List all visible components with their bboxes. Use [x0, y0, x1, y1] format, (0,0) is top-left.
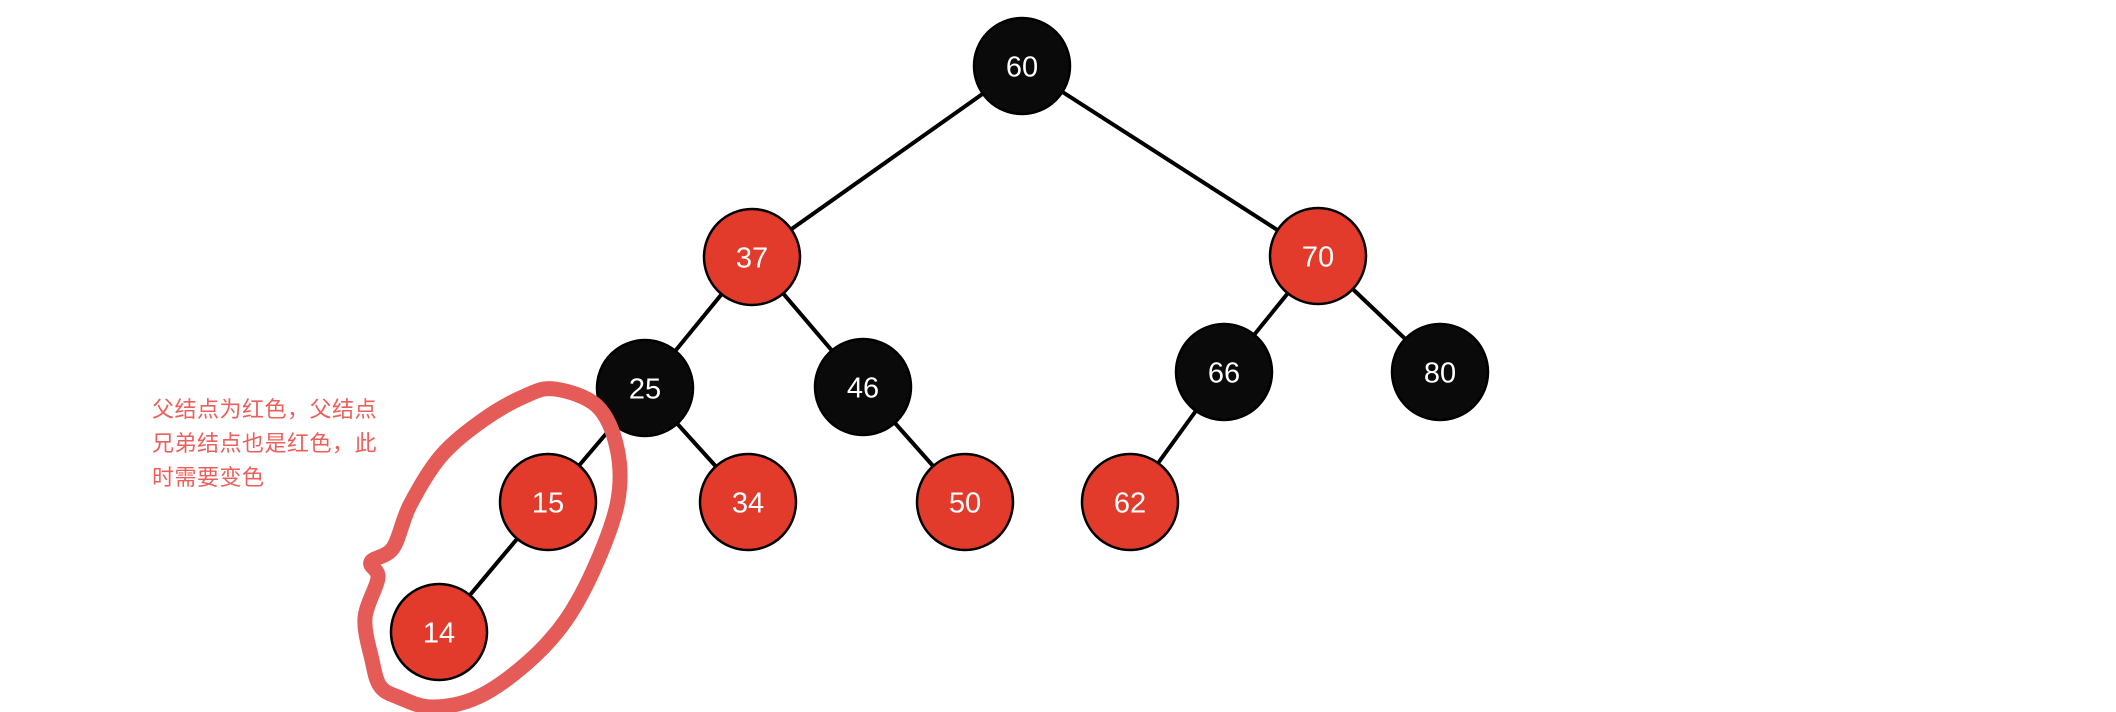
tree-node-label-37: 37 — [736, 242, 768, 274]
highlight-layer — [357, 381, 628, 712]
tree-node-label-60: 60 — [1006, 51, 1038, 83]
tree-nodes-layer: 60 37 70 25 46 66 80 15 34 50 62 14 — [389, 16, 1490, 682]
tree-node-label-70: 70 — [1302, 241, 1334, 273]
tree-node-circle-50 — [915, 452, 1015, 552]
annotation-line-3: 时需要变色 — [152, 466, 265, 491]
tree-node-label-15: 15 — [532, 487, 564, 519]
tree-edge-60-37 — [750, 64, 1024, 259]
tree-node-62: 62 — [1080, 452, 1180, 552]
tree-node-circle-62 — [1080, 452, 1180, 552]
tree-node-circle-46 — [813, 337, 913, 437]
tree-node-14: 14 — [389, 582, 489, 682]
tree-node-label-46: 46 — [847, 372, 879, 404]
tree-node-circle-25 — [595, 338, 695, 438]
tree-node-50: 50 — [915, 452, 1015, 552]
highlight-circle — [357, 381, 628, 712]
tree-node-34: 34 — [698, 452, 798, 552]
tree-node-circle-34 — [698, 452, 798, 552]
tree-node-circle-37 — [702, 207, 802, 307]
annotation-line-1: 父结点为红色，父结点 — [152, 398, 378, 423]
tree-node-46: 46 — [813, 337, 913, 437]
tree-edge-60-70 — [1020, 64, 1320, 258]
tree-node-circle-80 — [1390, 322, 1490, 422]
tree-node-circle-60 — [972, 16, 1072, 116]
tree-edges-layer — [437, 64, 1442, 634]
tree-node-circle-70 — [1268, 206, 1368, 306]
tree-node-label-62: 62 — [1114, 487, 1146, 519]
tree-node-label-25: 25 — [629, 373, 661, 405]
annotation-line-2: 兄弟结点也是红色，此 — [152, 432, 378, 457]
tree-node-label-34: 34 — [732, 487, 764, 519]
tree-node-circle-66 — [1174, 322, 1274, 422]
tree-node-66: 66 — [1174, 322, 1274, 422]
tree-node-25: 25 — [595, 338, 695, 438]
tree-node-37: 37 — [702, 207, 802, 307]
tree-node-circle-14 — [389, 582, 489, 682]
tree-node-circle-15 — [498, 452, 598, 552]
tree-node-70: 70 — [1268, 206, 1368, 306]
tree-node-label-66: 66 — [1208, 357, 1240, 389]
tree-node-label-80: 80 — [1424, 357, 1456, 389]
tree-node-80: 80 — [1390, 322, 1490, 422]
tree-node-60: 60 — [972, 16, 1072, 116]
tree-node-15: 15 — [498, 452, 598, 552]
tree-node-label-50: 50 — [949, 487, 981, 519]
annotation-text: 父结点为红色，父结点 兄弟结点也是红色，此 时需要变色 — [152, 394, 377, 496]
tree-node-label-14: 14 — [423, 617, 455, 649]
